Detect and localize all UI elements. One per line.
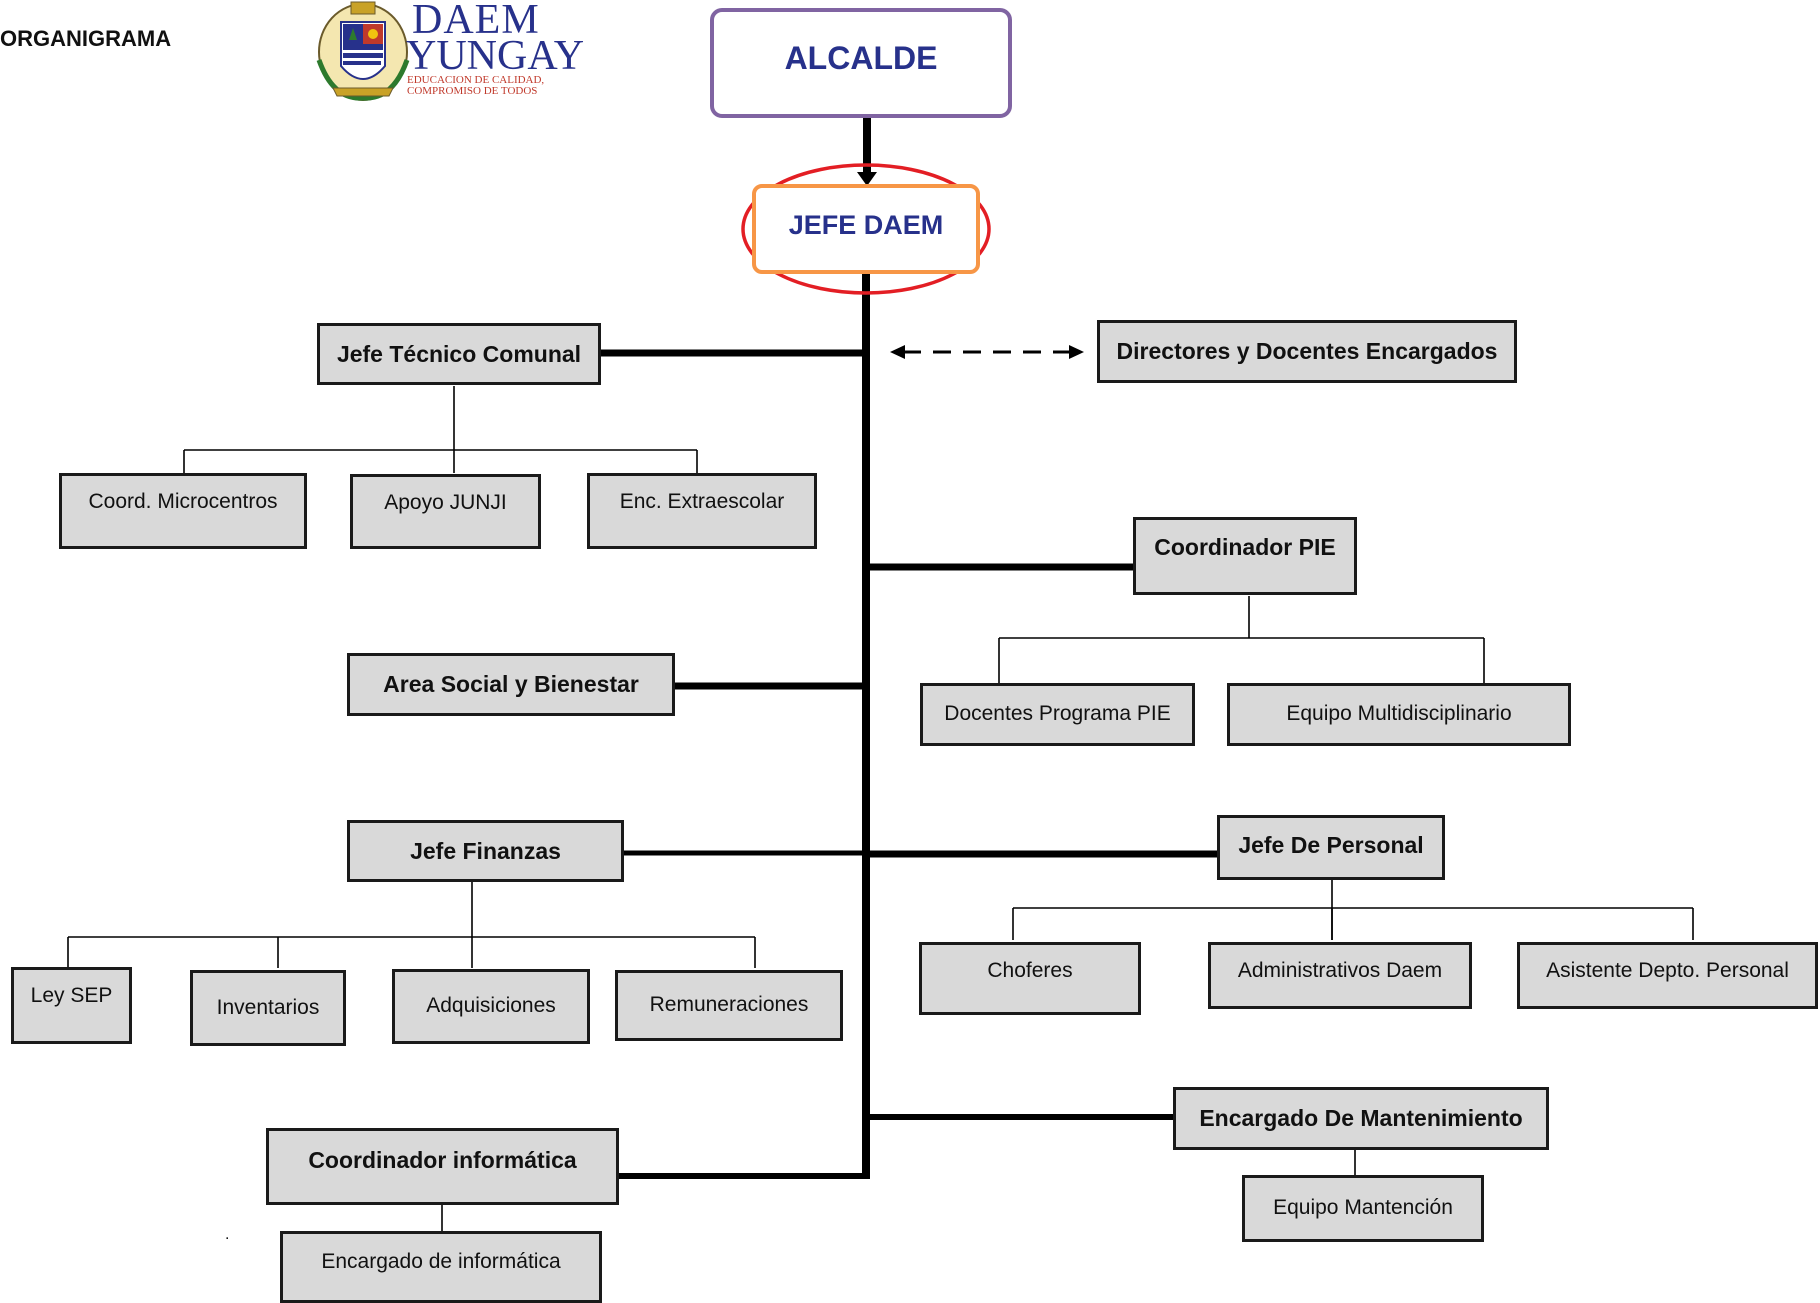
- node-encargado-informatica: Encargado de informática: [280, 1231, 602, 1303]
- daem-yungay-logo: [316, 1, 410, 101]
- alcalde-to-jefe-arrowhead: [857, 172, 877, 186]
- node-jefe-de-personal: Jefe De Personal: [1217, 815, 1445, 880]
- node-administrativos-daem: Administrativos Daem: [1208, 942, 1472, 1009]
- pie-tree: [998, 596, 1485, 684]
- node-jefe-tecnico-comunal: Jefe Técnico Comunal: [317, 323, 601, 385]
- tecnico-tree: [183, 386, 698, 473]
- finanzas-tree: [67, 882, 756, 968]
- node-encargado-mantenimiento: Encargado De Mantenimiento: [1173, 1087, 1549, 1150]
- node-coordinador-pie: Coordinador PIE: [1133, 517, 1357, 595]
- directores-arrow-right: [1069, 345, 1084, 359]
- page-title: ORGANIGRAMA: [0, 26, 172, 51]
- jefe-daem-highlight-ellipse: [741, 163, 991, 295]
- node-directores-docentes: Directores y Docentes Encargados: [1097, 320, 1517, 383]
- node-area-social-bienestar: Area Social y Bienestar: [347, 653, 675, 716]
- logo-tagline-1: EDUCACION DE CALIDAD,: [407, 74, 545, 86]
- stray-dot: .: [225, 1226, 230, 1243]
- node-jefe-daem: JEFE DAEM: [752, 184, 980, 274]
- logo-line-daem: DAEM: [412, 0, 540, 43]
- node-ley-sep: Ley SEP: [11, 967, 132, 1044]
- node-enc-extraescolar: Enc. Extraescolar: [587, 473, 817, 549]
- logo-tagline-2: COMPROMISO DE TODOS: [407, 85, 538, 97]
- node-jefe-finanzas: Jefe Finanzas: [347, 820, 624, 882]
- directores-arrow-left: [890, 345, 905, 359]
- node-adquisiciones: Adquisiciones: [392, 969, 590, 1044]
- node-coord-microcentros: Coord. Microcentros: [59, 473, 307, 549]
- crest-emblem: [316, 1, 410, 101]
- personal-tree: [1012, 880, 1694, 940]
- node-choferes: Choferes: [919, 942, 1141, 1015]
- node-equipo-multidisciplinario: Equipo Multidisciplinario: [1227, 683, 1571, 746]
- node-equipo-mantencion: Equipo Mantención: [1242, 1175, 1484, 1242]
- node-inventarios: Inventarios: [190, 970, 346, 1046]
- logo-tagline: EDUCACION DE CALIDAD, COMPROMISO DE TODO…: [407, 75, 587, 97]
- node-alcalde: ALCALDE: [710, 8, 1012, 118]
- node-remuneraciones: Remuneraciones: [615, 970, 843, 1041]
- node-coordinador-informatica: Coordinador informática: [266, 1128, 619, 1205]
- logo-line-yungay: YUNGAY: [406, 33, 585, 79]
- node-docentes-programa-pie: Docentes Programa PIE: [920, 683, 1195, 746]
- node-asistente-depto-personal: Asistente Depto. Personal: [1517, 942, 1818, 1009]
- node-apoyo-junji: Apoyo JUNJI: [350, 474, 541, 549]
